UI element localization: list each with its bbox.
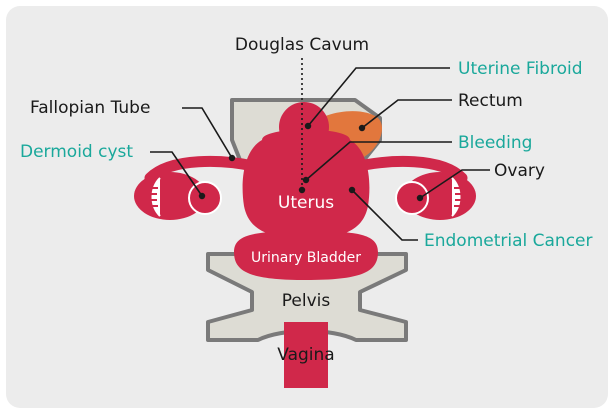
ovary-left — [189, 182, 221, 214]
label-uterine-fibroid: Uterine Fibroid — [458, 59, 583, 79]
label-dermoid-cyst: Dermoid cyst — [20, 142, 133, 162]
label-pelvis: Pelvis — [282, 291, 331, 311]
label-douglas-cavum: Douglas Cavum — [235, 35, 369, 55]
ovary-right — [396, 182, 428, 214]
label-urinary-bladder: Urinary Bladder — [251, 250, 361, 266]
label-uterus: Uterus — [278, 193, 334, 213]
label-bleeding: Bleeding — [458, 133, 532, 153]
label-ovary: Ovary — [494, 161, 545, 181]
label-endometrial-cancer: Endometrial Cancer — [424, 231, 593, 251]
label-fallopian-tube: Fallopian Tube — [30, 98, 150, 118]
label-vagina: Vagina — [277, 345, 334, 365]
label-rectum: Rectum — [458, 91, 523, 111]
